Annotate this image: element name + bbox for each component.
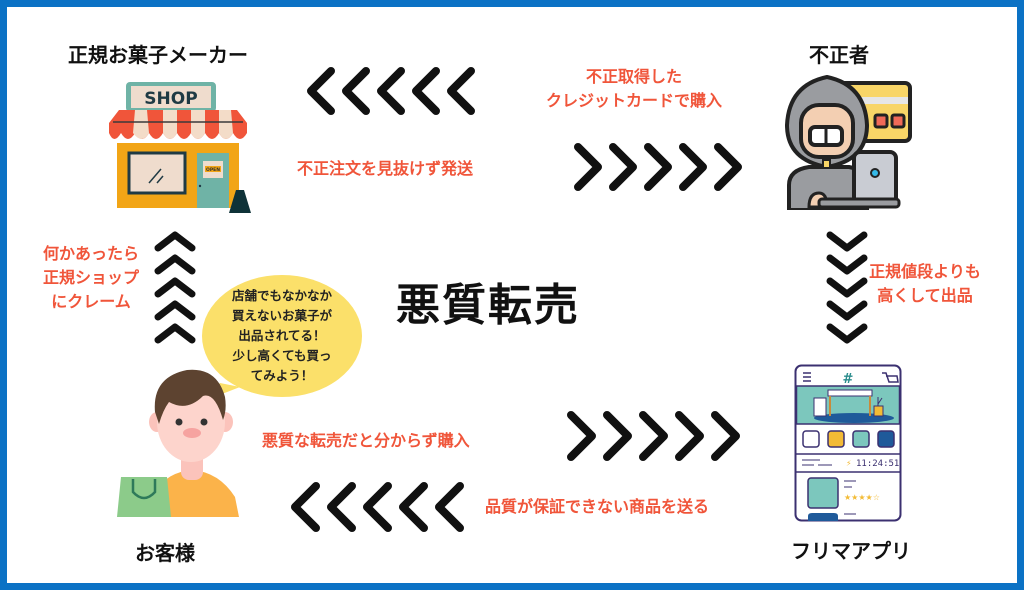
shop-icon: SHOP OPEN bbox=[107, 75, 252, 215]
list-higher-line1: 正規値段よりも bbox=[869, 262, 981, 281]
open-sign-text: OPEN bbox=[206, 167, 220, 173]
chevrons-right-bottom bbox=[562, 410, 742, 462]
bubble-line: 出品されてる！ bbox=[238, 328, 326, 343]
hacker-icon bbox=[779, 75, 914, 210]
chevron-down-icon bbox=[826, 231, 868, 344]
customer-label: お客様 bbox=[135, 541, 195, 565]
chevron-up-icon bbox=[154, 231, 196, 344]
chevron-left-icon bbox=[291, 482, 464, 532]
bubble-line: 少し高くても買っ bbox=[232, 348, 332, 363]
shop-sign-text: SHOP bbox=[144, 89, 197, 109]
complain-line2: 正規ショップ bbox=[42, 268, 139, 287]
speech-bubble-body: 店舗でもなかなか 買えないお菓子が 出品されてる！ 少し高くても買っ てみよう！ bbox=[202, 275, 362, 397]
list-higher-line2: 高くして出品 bbox=[877, 286, 973, 305]
edge-label-ship-unaware: 不正注文を見抜けず発送 bbox=[297, 159, 474, 178]
edge-label-fraud-purchase: 不正取得した クレジットカードで購入 bbox=[519, 65, 749, 113]
edge-label-send-goods: 品質が保証できない商品を送る bbox=[485, 497, 710, 516]
chevrons-down bbox=[825, 230, 869, 348]
chevron-right-icon bbox=[574, 143, 742, 191]
chevrons-left-bottom bbox=[286, 481, 466, 533]
svg-text:★★★★☆: ★★★★☆ bbox=[844, 493, 880, 502]
bubble-line: 買えないお菓子が bbox=[231, 308, 332, 323]
edge-label-complain: 何かあったら 正規ショップ にクレーム bbox=[31, 242, 151, 314]
chevron-left-icon bbox=[307, 67, 475, 115]
app-timer: 11:24:51 bbox=[856, 459, 899, 469]
edge-label-buy-unaware: 悪質な転売だと分からず購入 bbox=[262, 431, 470, 450]
fraudster-label: 不正者 bbox=[809, 43, 869, 67]
speech-bubble: 店舗でもなかなか 買えないお菓子が 出品されてる！ 少し高くても買っ てみよう！ bbox=[190, 275, 362, 401]
diagram-canvas: 正規お菓子メーカー SHOP OPEN bbox=[7, 7, 1017, 583]
diagram-title: 悪質転売 bbox=[396, 280, 580, 331]
chevrons-left-top bbox=[304, 66, 479, 116]
edge-label-list-higher: 正規値段よりも 高くして出品 bbox=[860, 260, 990, 308]
bubble-line: 店舗でもなかなか bbox=[231, 288, 332, 303]
svg-text:⚡: ⚡ bbox=[846, 459, 852, 468]
chevrons-up bbox=[153, 230, 197, 348]
customer-icon bbox=[107, 362, 247, 522]
bubble-line: てみよう！ bbox=[250, 368, 314, 383]
chevron-right-icon bbox=[567, 411, 740, 461]
complain-line3: にクレーム bbox=[51, 292, 131, 311]
complain-line1: 何かあったら bbox=[42, 244, 139, 263]
chevrons-right-top bbox=[570, 142, 745, 192]
flea-market-app-icon: # 11:24:51 ⚡ ★★★★☆ bbox=[794, 364, 904, 524]
fraud-purchase-line2: クレジットカードで購入 bbox=[545, 91, 722, 110]
svg-text:#: # bbox=[843, 372, 854, 387]
flea-app-label: フリマアプリ bbox=[791, 539, 911, 563]
fraud-purchase-line1: 不正取得した bbox=[585, 67, 682, 86]
maker-label: 正規お菓子メーカー bbox=[68, 43, 248, 67]
